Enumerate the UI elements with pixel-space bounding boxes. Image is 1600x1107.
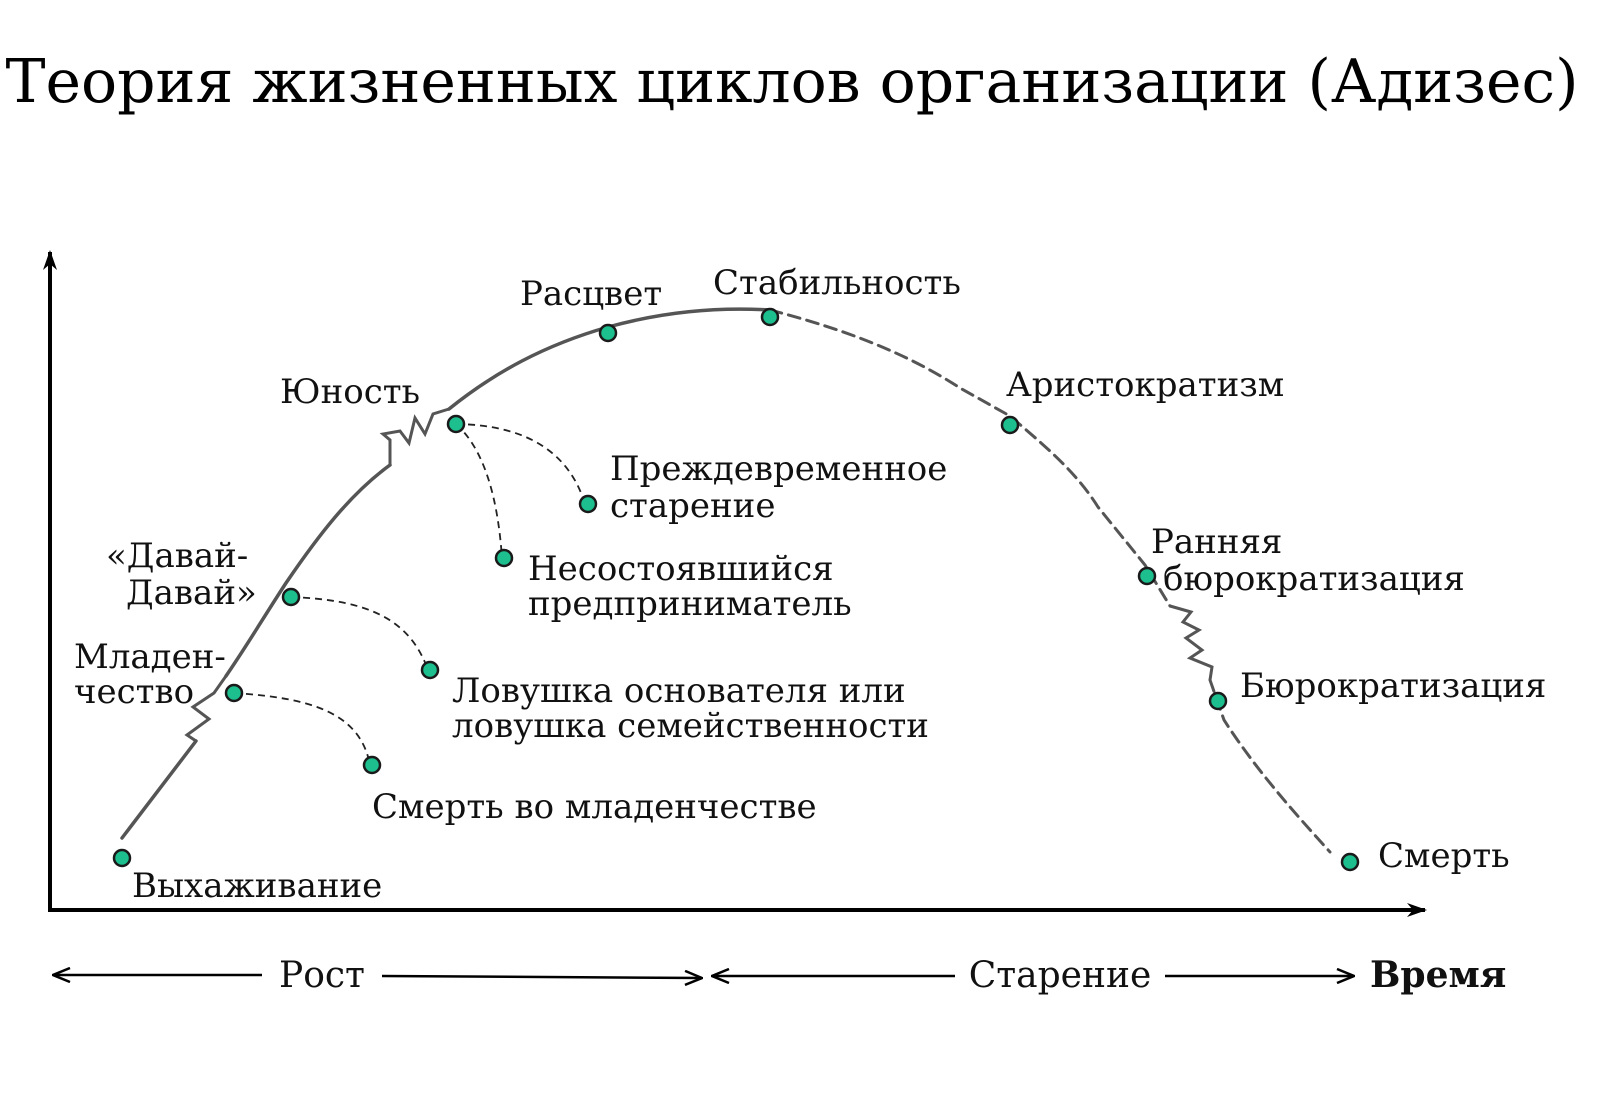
label-infancy-line1: Младен- <box>74 637 226 677</box>
label-adolescence: Юность <box>280 372 420 412</box>
node-gogo <box>281 587 301 607</box>
node-death <box>1340 852 1360 872</box>
label-gogo-line2: Давай» <box>126 573 257 613</box>
label-early-bureaucracy-line2: бюрократизация <box>1163 559 1465 599</box>
label-infancy-line2: чество <box>74 672 194 712</box>
branch-infant-mortality <box>233 692 371 766</box>
node-early-bureaucracy <box>1137 566 1157 586</box>
label-failed-entrepreneur-line1: Несостоявшийся <box>528 549 834 589</box>
label-early-bureaucracy-line1: Ранняя <box>1151 522 1282 562</box>
label-founder-trap-line2: ловушка семейственности <box>452 706 929 746</box>
branch-failed-entrepreneur <box>455 423 503 559</box>
infancy-transition-zigzag <box>184 675 228 743</box>
label-prime: Расцвет <box>520 274 662 314</box>
label-courtship: Выхаживание <box>132 866 382 906</box>
diagram-title: Теория жизненных циклов организации (Ади… <box>5 47 1578 117</box>
node-courtship <box>112 848 132 868</box>
growth-arrow-right <box>381 976 702 978</box>
label-death: Смерть <box>1378 836 1510 876</box>
node-failed-entrepreneur <box>494 548 514 568</box>
adolescence-transition-zigzag <box>379 407 450 465</box>
label-bureaucracy: Бюрократизация <box>1240 666 1546 706</box>
node-stability <box>760 307 780 327</box>
branch-premature-aging <box>455 423 586 505</box>
node-aristocracy <box>1000 415 1020 435</box>
lifecycle-curve-aging <box>768 308 1332 854</box>
label-time: Время <box>1370 954 1506 996</box>
aging-span: Старение <box>712 955 1354 996</box>
label-premature-aging-line1: Преждевременное <box>610 449 947 489</box>
label-aging: Старение <box>969 955 1152 996</box>
node-adolescence <box>446 414 466 434</box>
node-infancy <box>224 683 244 703</box>
label-stability: Стабильность <box>713 263 961 303</box>
label-growth: Рост <box>279 955 365 996</box>
bureaucracy-transition-zigzag <box>1169 604 1214 681</box>
node-founder-trap <box>420 660 440 680</box>
node-infant-mortality <box>362 755 382 775</box>
node-premature-aging <box>578 494 598 514</box>
label-gogo-line1: «Давай- <box>106 536 248 576</box>
label-premature-aging-line2: старение <box>610 486 775 526</box>
node-prime <box>598 323 618 343</box>
node-bureaucracy <box>1208 691 1228 711</box>
label-failed-entrepreneur-line2: предприниматель <box>528 584 852 624</box>
branch-founder-trap <box>290 596 429 671</box>
label-aristocracy: Аристократизм <box>1006 365 1284 405</box>
label-infant-mortality: Смерть во младенчестве <box>372 787 817 827</box>
stage-nodes <box>112 307 1360 872</box>
growth-span: Рост <box>53 955 702 996</box>
label-founder-trap-line1: Ловушка основателя или <box>452 671 906 711</box>
